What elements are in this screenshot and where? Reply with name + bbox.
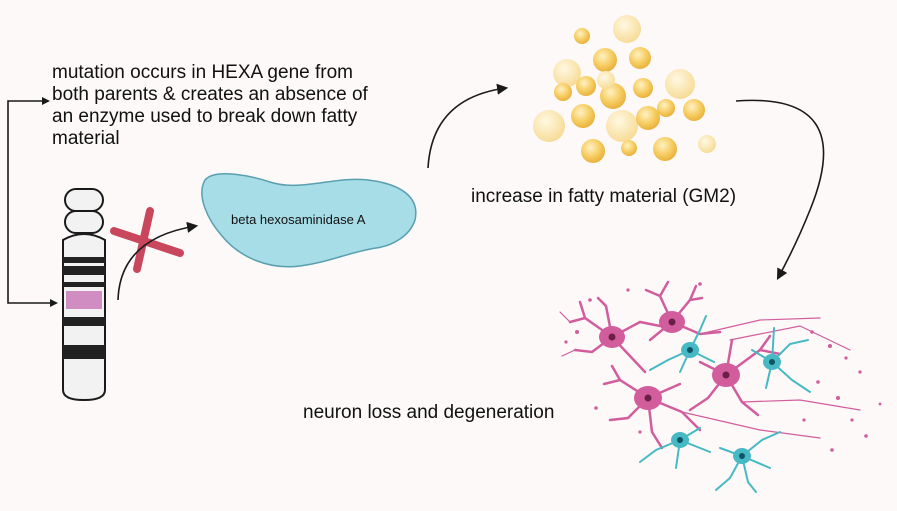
- cross-x-icon: [110, 207, 184, 273]
- chromosome-icon: [62, 188, 106, 402]
- fatty-material-label: increase in fatty material (GM2): [471, 186, 737, 207]
- enzyme-blob-icon: [201, 173, 417, 268]
- arrow-to-enzyme: [117, 221, 199, 301]
- bracket-connector: [7, 97, 58, 307]
- neurons-icon: [559, 280, 882, 493]
- enzyme-label: beta hexosaminidase A: [231, 212, 366, 227]
- neuron-loss-label: neuron loss and degeneration: [303, 402, 555, 423]
- lipid-droplets-icon: [533, 15, 716, 163]
- arrow-to-lipids: [427, 83, 509, 169]
- mutation-description: mutation occurs in HEXA gene from both p…: [52, 62, 368, 149]
- arrow-to-neurons: [735, 99, 825, 280]
